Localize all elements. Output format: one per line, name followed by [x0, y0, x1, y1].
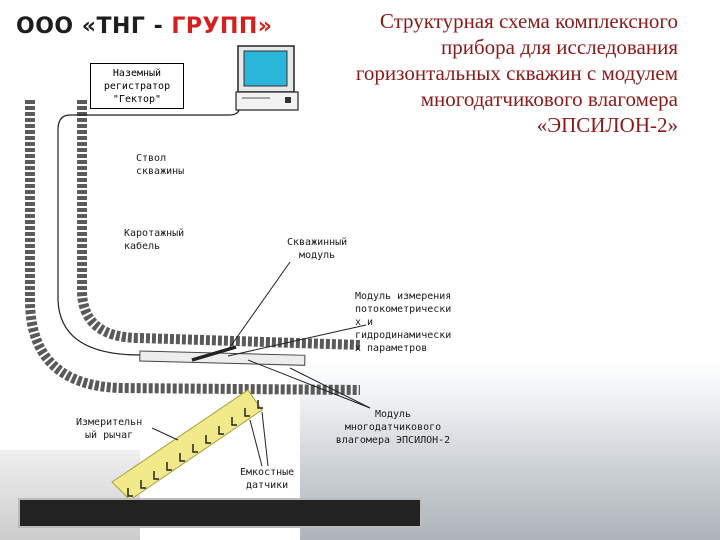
sensors-label-line: Емкостные [240, 466, 294, 479]
recorder-label-box: Наземный регистратор "Гектор" [90, 63, 184, 109]
callout-sensors-a [250, 420, 262, 466]
flow-module-label-line: Модуль измерения [355, 290, 451, 303]
moisture-module-label-line: влагомера ЭПСИЛОН-2 [318, 434, 468, 447]
company-logo: ООО «ТНГ - ГРУПП» [16, 14, 273, 39]
flow-module-label-line: гидродинамически [355, 329, 451, 342]
footer-bar [18, 498, 422, 528]
downhole-module-label-line: Скважинный [287, 236, 347, 249]
cable-label: Каротажный кабель [124, 227, 184, 253]
downhole-module-label: Скважинный модуль [287, 236, 347, 262]
flow-module-label-line: х и [355, 316, 451, 329]
callout-moisture-a [248, 360, 370, 408]
recorder-label-line: "Гектор" [91, 93, 183, 106]
recorder-label-line: Наземный [91, 67, 183, 80]
lever-label-line: Измерительн [76, 416, 142, 429]
callout-sensors-b [262, 412, 268, 466]
wellbore-label: Ствол скважины [136, 152, 184, 178]
cable-label-line: Каротажный [124, 227, 184, 240]
callout-downhole [228, 262, 290, 350]
computer-monitor-icon [236, 46, 298, 110]
sensors-label-line: датчики [240, 479, 294, 492]
logo-text-accent: ГРУПП» [171, 14, 272, 39]
recorder-label-line: регистратор [91, 80, 183, 93]
wellbore-label-line: Ствол [136, 152, 184, 165]
flow-module-label: Модуль измерения потокометрически х и ги… [355, 290, 451, 355]
logo-text-main: ООО «ТНГ - [16, 14, 171, 39]
lever-label: Измерительн ый рычаг [76, 416, 142, 442]
flow-module-label-line: потокометрически [355, 303, 451, 316]
lever-label-line: ый рычаг [76, 429, 142, 442]
cable-label-line: кабель [124, 240, 184, 253]
downhole-tool [140, 351, 305, 365]
moisture-module-label-line: Модуль [318, 408, 468, 421]
wellbore-label-line: скважины [136, 165, 184, 178]
flow-module-label-line: х параметров [355, 342, 451, 355]
downhole-module-label-line: модуль [287, 249, 347, 262]
moisture-module-label: Модуль многодатчикового влагомера ЭПСИЛО… [318, 408, 468, 447]
callout-lever [152, 428, 178, 440]
moisture-module-label-line: многодатчикового [318, 421, 468, 434]
slide-title: Структурная схема комплексного прибора д… [318, 8, 678, 138]
sensors-label: Емкостные датчики [240, 466, 294, 492]
